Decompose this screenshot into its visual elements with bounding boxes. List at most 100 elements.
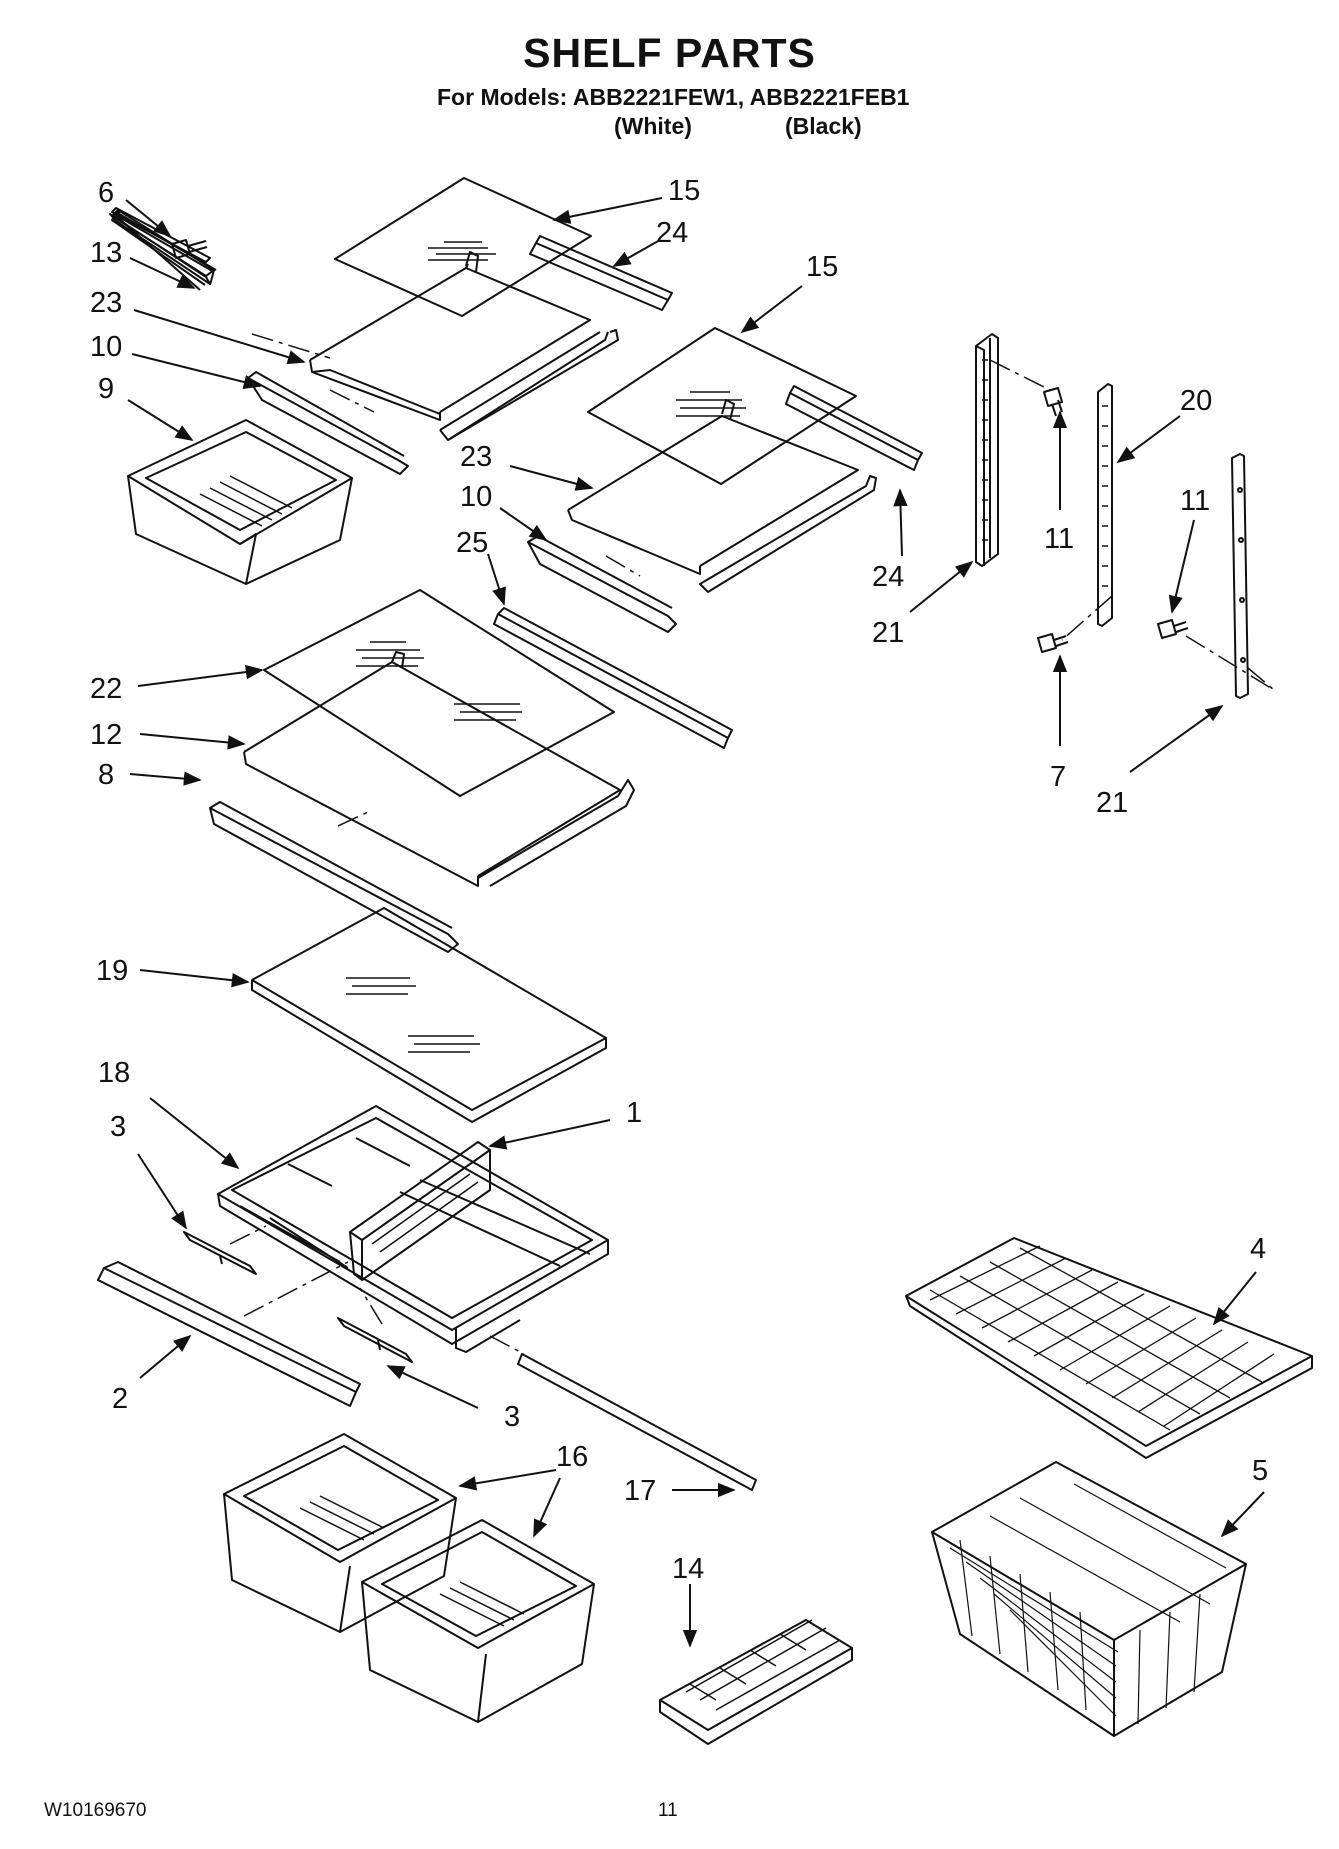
leader-21-left: [909, 560, 974, 613]
callout-8: 8: [98, 759, 114, 791]
callout-11-upper: 11: [1044, 523, 1074, 555]
part-23-middle-frame-drawing: [567, 399, 877, 593]
leader-25: [487, 553, 506, 606]
callout-23-upper: 23: [90, 287, 122, 319]
leader-2: [139, 1334, 192, 1379]
part-7-screw-drawing: [1037, 633, 1069, 653]
part-16-left-drawer-drawing: [223, 1433, 457, 1633]
callout-4: 4: [1250, 1233, 1266, 1265]
page-title: SHELF PARTS: [523, 30, 816, 76]
part-1-divider-drawing: [349, 1141, 491, 1281]
callout-5: 5: [1252, 1455, 1268, 1487]
callout-10-middle: 10: [460, 481, 492, 513]
models-line: For Models: ABB2221FEW1, ABB2221FEB1: [437, 84, 910, 110]
part-13-rail-body: [111, 207, 215, 286]
callout-16: 16: [556, 1441, 588, 1473]
leader-10-middle: [499, 507, 548, 542]
part-22-large-glass-drawing: [263, 589, 615, 797]
part-2-front-bar-drawing: [97, 1261, 361, 1407]
part-16-right-drawer-drawing: [361, 1519, 595, 1723]
callout-2: 2: [112, 1383, 128, 1415]
callout-21-left: 21: [872, 617, 904, 649]
part-17-rod-drawing: [517, 1353, 757, 1491]
leader-19: [139, 969, 250, 988]
leader-1: [488, 1119, 611, 1150]
leader-3-upper: [137, 1153, 187, 1230]
callout-12: 12: [90, 719, 122, 751]
leader-24-upper: [612, 239, 661, 267]
callout-24-middle: 24: [872, 561, 904, 593]
callout-15-upper: 15: [668, 175, 700, 207]
leader-16-a: [458, 1469, 557, 1491]
page-number: 11: [658, 1800, 678, 1821]
leader-13: [129, 257, 196, 289]
leader-24-middle: [893, 488, 908, 557]
leader-10-upper: [131, 353, 262, 390]
leader-16-b: [533, 1477, 561, 1538]
callout-14: 14: [672, 1553, 704, 1585]
callout-23-middle: 23: [460, 441, 492, 473]
part-5-wire-basket-drawing: [931, 1461, 1247, 1737]
part-24-middle-trim-drawing: [785, 385, 923, 471]
callout-9: 9: [98, 373, 114, 405]
callout-11-lower: 11: [1180, 485, 1210, 517]
part-12-large-frame-drawing: [243, 651, 635, 887]
part-14-ice-tray-drawing: [659, 1619, 853, 1745]
part-18-crisper-frame-drawing: [217, 1105, 609, 1353]
leader-20: [1116, 415, 1181, 464]
part-21-left-rail-drawing: [975, 333, 999, 567]
part-15-upper-glass-drawing: [334, 177, 592, 317]
alignment-lines: [229, 333, 1275, 1355]
model-color-black: (Black): [785, 113, 862, 139]
callout-13: 13: [90, 237, 122, 269]
leader-9: [127, 399, 194, 441]
leader-21-right: [1129, 704, 1224, 773]
callout-10-upper: 10: [90, 331, 122, 363]
part-13-rail-drawing: [109, 209, 217, 291]
part-15-middle-glass-drawing: [587, 327, 857, 485]
part-19-glass-slab-drawing: [251, 907, 607, 1123]
document-number: W10169670: [44, 1800, 147, 1821]
callout-15-middle: 15: [806, 251, 838, 283]
callout-7: 7: [1050, 761, 1066, 793]
callout-1: 1: [626, 1097, 642, 1129]
leader-15-upper: [552, 197, 663, 224]
callout-3-upper: 3: [110, 1111, 126, 1143]
part-3-upper-clip-drawing: [183, 1231, 257, 1275]
model-color-white: (White): [614, 113, 692, 139]
part-23-upper-frame-drawing: [309, 251, 619, 441]
callout-24-upper: 24: [656, 217, 688, 249]
leader-23-middle: [509, 465, 594, 491]
leader-18: [149, 1097, 240, 1170]
part-11-upper-screw-drawing: [1043, 387, 1063, 417]
part-3-lower-clip-drawing: [337, 1317, 413, 1363]
callout-25: 25: [456, 527, 488, 559]
part-25-long-trim-drawing: [493, 607, 733, 749]
leader-22: [137, 664, 264, 687]
callout-3-lower: 3: [504, 1401, 520, 1433]
leader-12: [139, 733, 246, 750]
leader-3-lower: [386, 1365, 479, 1409]
part-24-upper-trim-drawing: [529, 235, 673, 311]
callout-17: 17: [624, 1475, 656, 1507]
callout-19: 19: [96, 955, 128, 987]
callout-6: 6: [98, 177, 114, 209]
leader-6: [125, 199, 172, 238]
part-20-center-rail-drawing: [1097, 383, 1113, 627]
part-10-middle-trim-drawing: [527, 535, 677, 633]
part-9-drawer-drawing: [127, 419, 353, 585]
callout-22: 22: [90, 673, 122, 705]
callout-20: 20: [1180, 385, 1212, 417]
callout-18: 18: [98, 1057, 130, 1089]
leader-8: [129, 771, 202, 786]
part-10-upper-trim-drawing: [247, 371, 409, 475]
part-4-wire-shelf-drawing: [905, 1237, 1313, 1459]
part-11-lower-screw-drawing: [1157, 619, 1189, 639]
leader-23-upper: [133, 309, 306, 365]
callout-21-right: 21: [1096, 787, 1128, 819]
leader-4: [1212, 1271, 1257, 1326]
leader-5: [1220, 1491, 1265, 1538]
leader-15-middle: [740, 285, 803, 334]
leader-11-lower: [1168, 519, 1195, 614]
